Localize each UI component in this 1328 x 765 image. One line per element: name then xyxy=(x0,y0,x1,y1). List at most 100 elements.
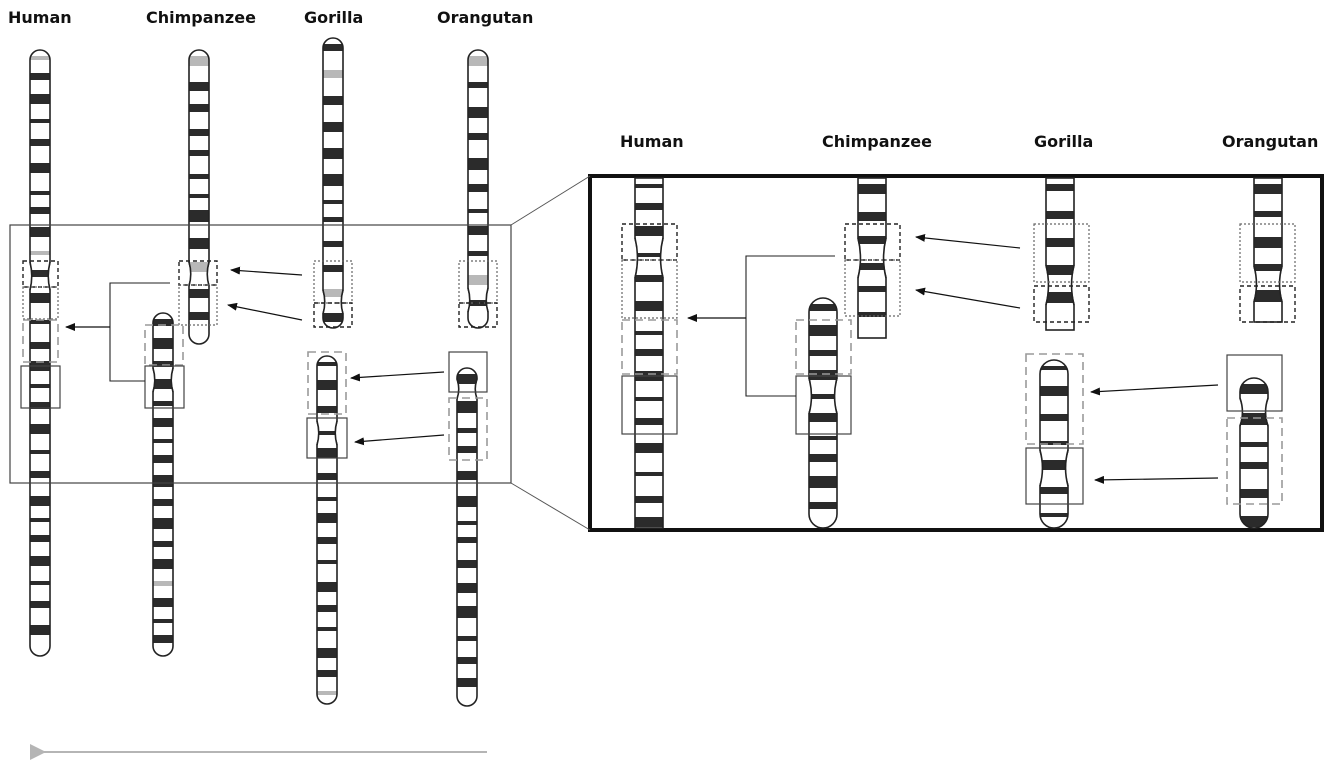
chromosome-band xyxy=(323,148,343,159)
chromosome-band xyxy=(323,217,343,222)
chromosome-band xyxy=(468,158,488,170)
chromosome-band xyxy=(457,560,477,568)
chromosome-band xyxy=(153,619,173,623)
chromosome-band xyxy=(153,581,173,586)
chromosome-band xyxy=(317,582,337,592)
zoom-label-gorilla: Gorilla xyxy=(1034,132,1094,151)
chromosome-band xyxy=(457,583,477,593)
chromosome-band xyxy=(457,537,477,543)
gorilla-2b-box-dashed xyxy=(313,302,353,328)
zoom-label-orangutan: Orangutan xyxy=(1222,132,1319,151)
chromosome-band xyxy=(809,370,837,380)
chromosome-band xyxy=(323,122,343,132)
chimpanzee-chromosome-2b xyxy=(188,49,210,345)
chimpanzee-chromosome-2a-outline xyxy=(152,312,174,657)
zoom-gorilla-2b-box-dotted xyxy=(1033,223,1090,283)
chromosome-band xyxy=(317,670,337,677)
chromosome-band xyxy=(457,606,477,618)
chromosome-band xyxy=(317,691,337,695)
zoom-orangutan-2b-box-dashed xyxy=(1239,285,1296,323)
human-chromosome-2-bands xyxy=(30,50,50,656)
chromosome-band xyxy=(858,212,886,221)
chromosome-band xyxy=(1040,487,1068,494)
gorilla-2a-box-gray xyxy=(307,351,347,415)
human-fusion-box-gray xyxy=(22,319,59,363)
chromosome-band xyxy=(809,454,837,462)
chromosome-band xyxy=(153,559,173,569)
zoom-orangutan-2a-box-gray xyxy=(1226,417,1283,505)
chromosome-band xyxy=(635,331,663,335)
chimpanzee-chromosome-2b-outline xyxy=(188,49,210,345)
zoom-chimp-2b-box-dashed xyxy=(844,223,901,261)
chromosome-band xyxy=(635,418,663,425)
chromosome-band xyxy=(468,209,488,213)
chromosome-band xyxy=(468,300,488,306)
chromosome-band xyxy=(1240,489,1268,498)
zoom-orangutan-chromosome-2b xyxy=(1253,177,1283,323)
arrow-gorilla-to-chimp-lower xyxy=(227,302,303,321)
zoom-human-chromosome xyxy=(634,177,664,529)
chromosome-band xyxy=(457,446,477,453)
chromosome-band xyxy=(323,241,343,247)
chromosome-band xyxy=(189,56,209,66)
chimpanzee-chromosome-2a-bands xyxy=(153,313,173,656)
chromosome-band xyxy=(317,362,337,366)
chromosome-band xyxy=(30,227,50,237)
chromosome-band xyxy=(153,635,173,643)
chromosome-band xyxy=(809,304,837,311)
chromosome-band xyxy=(30,191,50,195)
zoom-panel xyxy=(588,174,1324,532)
chromosome-band xyxy=(323,96,343,105)
chromosome-band xyxy=(635,203,663,210)
chromosome-band xyxy=(635,349,663,356)
zoom-panel-frame xyxy=(588,174,1324,532)
chromosome-band xyxy=(30,94,50,104)
chromosome-band xyxy=(30,207,50,214)
zoom-human-box-gray xyxy=(621,319,678,375)
zoom-orangutan-2a-box-solid xyxy=(1226,354,1283,412)
chromosome-band xyxy=(30,139,50,146)
chromosome-band xyxy=(317,431,337,435)
chromosome-band xyxy=(635,184,663,188)
zoom-chimp-2a-box-solid xyxy=(795,375,852,435)
chromosome-band xyxy=(317,380,337,390)
chromosome-band xyxy=(635,301,663,311)
chromosome-band xyxy=(1240,442,1268,447)
chromosome-band xyxy=(317,497,337,501)
chromosome-band xyxy=(457,521,477,525)
chromosome-band xyxy=(468,107,488,118)
human-chromosome-2-outline xyxy=(29,49,51,657)
chromosome-band xyxy=(468,251,488,256)
chromosome-band xyxy=(153,439,173,443)
chromosome-band xyxy=(30,450,50,454)
chromosome-band xyxy=(1046,238,1074,247)
chimp-2b-box-dashed xyxy=(178,260,218,286)
chromosome-band xyxy=(30,556,50,566)
chromosome-band xyxy=(1240,462,1268,469)
chromosome-band xyxy=(1040,441,1068,445)
chromosome-band xyxy=(1046,265,1074,275)
chromosome-band xyxy=(189,289,209,298)
chromosome-band xyxy=(317,473,337,480)
chromosome-band xyxy=(457,496,477,507)
chromosome-band xyxy=(323,44,343,51)
chromosome-band xyxy=(468,56,488,66)
chromosome-band xyxy=(1254,264,1282,271)
chromosome-band xyxy=(323,265,343,272)
chromosome-band xyxy=(323,313,343,322)
chromosome-band xyxy=(635,517,663,527)
gorilla-chromosome-2a xyxy=(316,355,338,705)
chromosome-band xyxy=(323,70,343,78)
arrow-orangutan-to-gorilla-upper xyxy=(350,371,445,382)
zoom-human-box-dotted xyxy=(621,259,678,319)
chromosome-band xyxy=(30,471,50,478)
chromosome-band xyxy=(468,133,488,140)
zoom-orangutan-chromosome-2a-bands xyxy=(1240,378,1268,528)
overview-label-human: Human xyxy=(8,8,72,27)
chromosome-band xyxy=(323,289,343,297)
chromosome-band xyxy=(858,286,886,292)
zoom-connector-top xyxy=(510,175,591,226)
zoom-human-chromosome-bands xyxy=(635,178,663,528)
chromosome-band xyxy=(635,397,663,401)
zoom-chimp-2b-box-dotted xyxy=(844,259,901,317)
